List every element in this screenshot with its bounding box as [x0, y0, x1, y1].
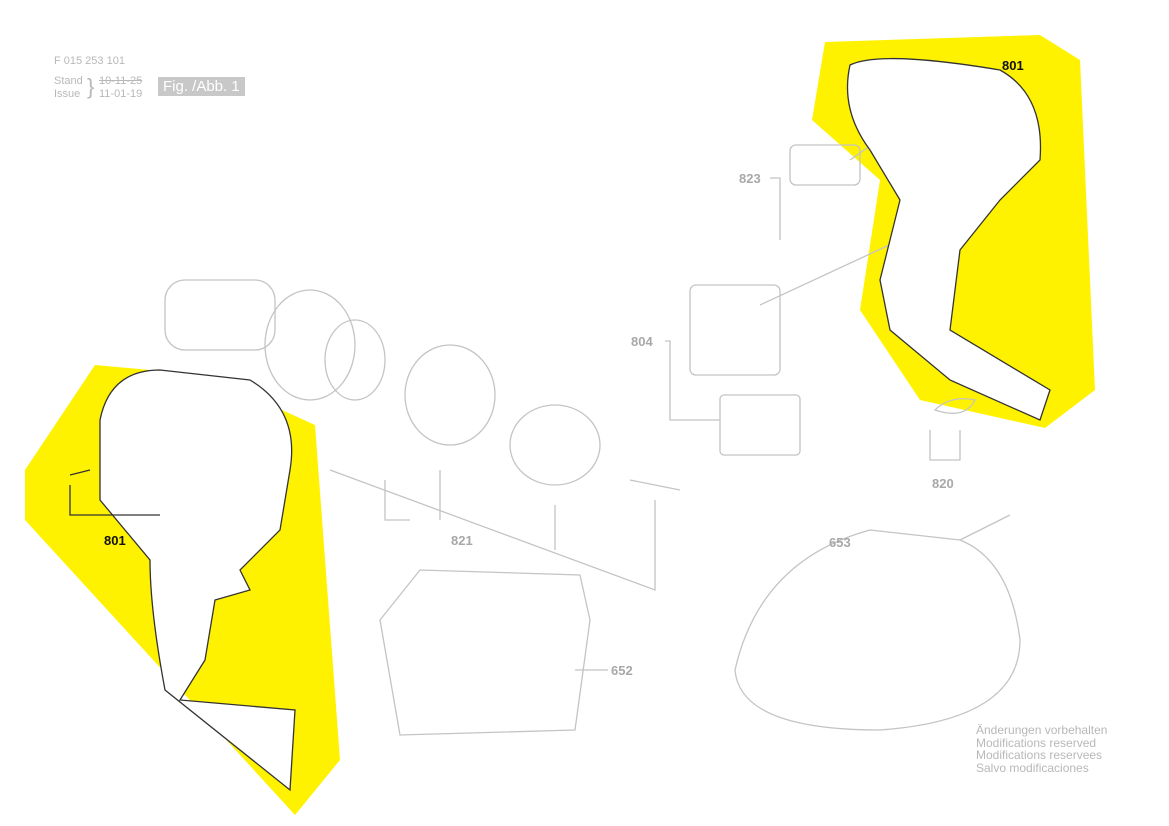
callout-804: 804	[631, 334, 653, 349]
right-housing	[846, 57, 1051, 421]
note: Salvo modificaciones	[976, 760, 1089, 775]
issue-date: 11-01-19	[99, 88, 143, 100]
gearbox	[264, 289, 356, 401]
callout-652: 652	[611, 663, 633, 678]
stand-label: Stand	[54, 75, 83, 87]
ring	[404, 344, 496, 446]
callout-801-right: 801	[1002, 58, 1024, 73]
motor	[164, 279, 276, 351]
note: Änderungen vorbehalten	[976, 723, 1108, 737]
note: Modifications reservees	[976, 748, 1103, 762]
note: Modifications reserved	[976, 735, 1097, 750]
screw	[629, 479, 681, 491]
callout-820: 820	[932, 476, 954, 491]
figure-label: Fig. /Abb. 1	[158, 77, 245, 96]
left-housing	[99, 369, 296, 792]
charger	[734, 529, 1021, 731]
issue-label: Issue	[54, 88, 81, 100]
callout-801-left: 801	[104, 533, 126, 548]
stand-date: 10-11-25	[99, 75, 143, 87]
callout-823: 823	[739, 171, 761, 186]
drawing-lines	[164, 89, 1021, 736]
brace: }	[87, 74, 95, 99]
modification-notes: Änderungen vorbehalten Modifications res…	[976, 724, 1107, 774]
callout-821: 821	[451, 533, 473, 548]
switch	[689, 284, 781, 376]
callout-653: 653	[829, 535, 851, 550]
housing-drawings	[69, 57, 1051, 792]
chuck	[509, 404, 601, 486]
battery	[379, 569, 591, 736]
part-number: F 015 253 101	[54, 55, 125, 67]
